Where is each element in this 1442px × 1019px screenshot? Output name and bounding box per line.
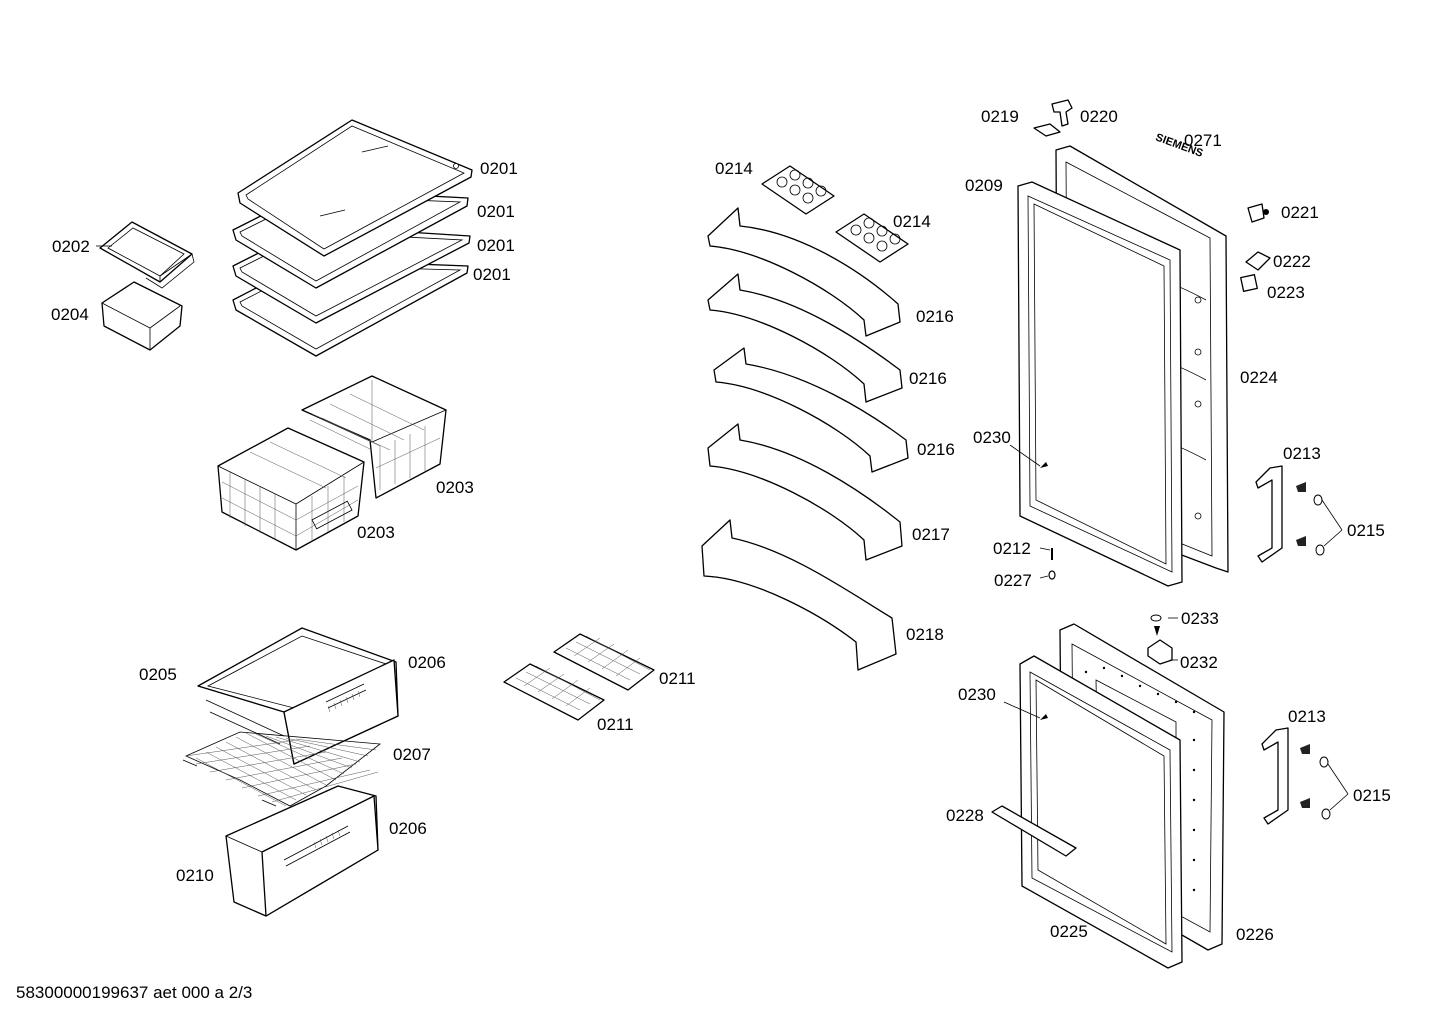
- seal-clip-0223: [1240, 274, 1258, 292]
- label-0206-b: 0206: [389, 819, 427, 838]
- label-0225: 0225: [1050, 922, 1088, 941]
- label-0209: 0209: [965, 176, 1003, 195]
- label-0219: 0219: [981, 107, 1019, 126]
- cap-0222: [1245, 251, 1271, 271]
- screws-0215-upper: [1296, 482, 1325, 556]
- ice-tray-0211-rear: [553, 633, 655, 691]
- box-0204: [101, 281, 183, 351]
- label-0223: 0223: [1267, 283, 1305, 302]
- label-0215-a: 0215: [1347, 521, 1385, 540]
- door-shelf-0218: [701, 519, 897, 671]
- door-bar-0228: [991, 805, 1077, 857]
- door-shelf-0216-1: [707, 207, 901, 337]
- label-0232: 0232: [1180, 653, 1218, 672]
- label-0213-a: 0213: [1283, 444, 1321, 463]
- label-0230-b: 0230: [958, 685, 996, 704]
- ice-tray-0211-front: [503, 663, 605, 721]
- label-0211-a: 0211: [659, 669, 696, 688]
- label-0201-c: 0201: [477, 236, 515, 255]
- handle-0213-lower: [1261, 727, 1289, 825]
- wire-shelf-0207: [182, 731, 382, 807]
- label-0217: 0217: [912, 525, 950, 544]
- door-shelf-0216-3: [713, 347, 909, 473]
- label-0207: 0207: [393, 745, 431, 764]
- basket-0203-rear: [301, 375, 447, 499]
- label-0218: 0218: [906, 625, 944, 644]
- label-0203-b: 0203: [357, 523, 395, 542]
- label-0271: 0271: [1184, 131, 1222, 150]
- label-0215-b: 0215: [1353, 786, 1391, 805]
- hinge-0219-0220: [1033, 99, 1073, 137]
- label-0227: 0227: [994, 571, 1032, 590]
- washer-0233-screw: [1150, 614, 1162, 636]
- label-0204: 0204: [51, 305, 89, 324]
- label-0214-b: 0214: [893, 212, 931, 231]
- label-0216-c: 0216: [917, 440, 955, 459]
- egg-tray-0214-a: [761, 165, 835, 215]
- drawing-reference-footer: 58300000199637 aet 000 a 2/3: [16, 983, 252, 1002]
- screw-0230-upper: [1040, 462, 1048, 468]
- label-0216-a: 0216: [916, 307, 954, 326]
- door-gasket-0225: [1019, 655, 1183, 969]
- label-0211-b: 0211: [597, 715, 634, 734]
- leader-lines: [96, 245, 1349, 811]
- label-0201-d: 0201: [473, 265, 511, 284]
- label-0224: 0224: [1240, 368, 1278, 387]
- label-0216-b: 0216: [909, 369, 947, 388]
- label-0226: 0226: [1236, 925, 1274, 944]
- callout-labels: 0201 0201 0201 0201 0202 0204 0203 0203 …: [51, 107, 1391, 944]
- label-0205: 0205: [139, 665, 177, 684]
- door-shelf-0217: [707, 423, 903, 561]
- tray-0202: [99, 221, 195, 289]
- label-0206-a: 0206: [408, 653, 446, 672]
- hinge-0221: [1247, 203, 1269, 223]
- screw-0212-washer-0227: [1048, 548, 1056, 580]
- egg-tray-0214-b: [835, 213, 909, 263]
- label-0203-a: 0203: [436, 478, 474, 497]
- basket-0203-front: [217, 427, 365, 551]
- handle-0213-upper: [1255, 465, 1283, 563]
- door-gasket-0209: [1017, 181, 1183, 587]
- hinge-block-0232: [1147, 639, 1173, 665]
- label-0201-a: 0201: [480, 159, 518, 178]
- door-shelf-0216-2: [707, 273, 903, 403]
- label-0214-a: 0214: [715, 159, 753, 178]
- label-0213-b: 0213: [1288, 707, 1326, 726]
- label-0230-a: 0230: [973, 428, 1011, 447]
- screws-0215-lower: [1300, 744, 1331, 820]
- label-0220: 0220: [1080, 107, 1118, 126]
- label-0201-b: 0201: [477, 202, 515, 221]
- label-0228: 0228: [946, 806, 984, 825]
- glass-shelf-0201-top: [237, 119, 473, 257]
- label-0210: 0210: [176, 866, 214, 885]
- drawer-0210-0206-lower: [225, 785, 379, 917]
- label-0222: 0222: [1273, 252, 1311, 271]
- label-0233: 0233: [1181, 609, 1219, 628]
- label-0212: 0212: [993, 539, 1031, 558]
- label-0202: 0202: [52, 237, 90, 256]
- screw-0230-lower: [1040, 714, 1048, 720]
- label-0221: 0221: [1281, 203, 1319, 222]
